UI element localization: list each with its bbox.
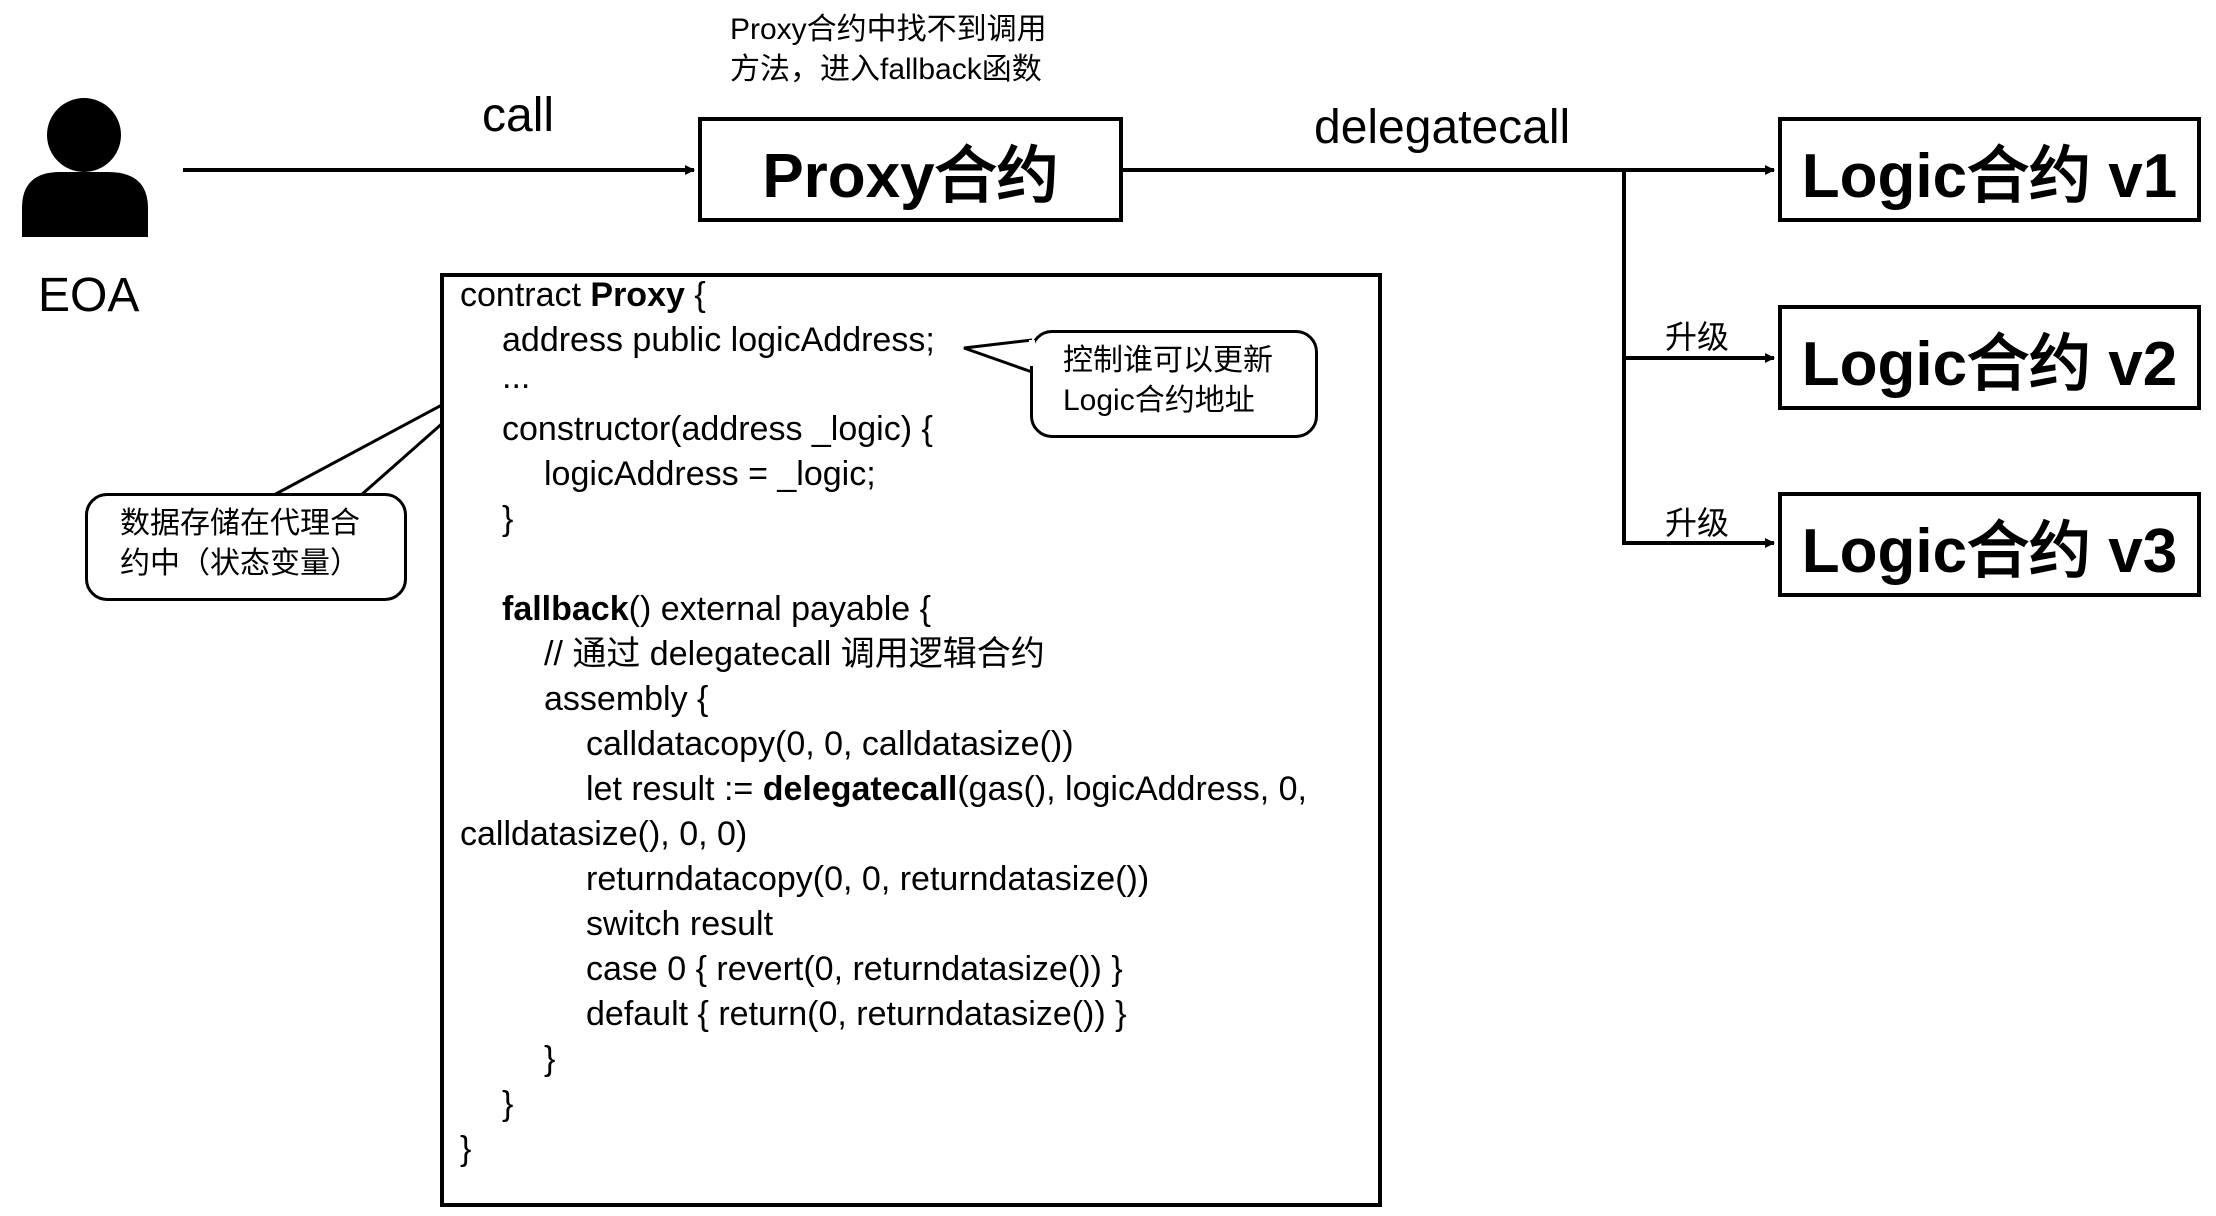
upgrade-label: 升级: [1665, 505, 1730, 541]
control-callout: 控制谁可以更新 Logic合约地址: [1030, 330, 1318, 438]
code-line: returndatacopy(0, 0, returndatasize()): [586, 860, 1150, 898]
code-line: }: [460, 1130, 472, 1168]
fallback-note-line1: Proxy合约中找不到调用: [730, 13, 1047, 46]
code-line: logicAddress = _logic;: [544, 455, 876, 493]
code-keyword: fallback: [502, 590, 629, 628]
code-text: contract: [460, 276, 591, 314]
user-icon: [22, 98, 148, 237]
code-line: calldatasize(), 0, 0): [460, 815, 748, 853]
upgrade-label: 升级: [1665, 319, 1730, 355]
delegatecall-label: delegatecall: [1314, 101, 1571, 154]
control-callout-pointer: [963, 338, 1033, 374]
code-line: assembly {: [544, 680, 709, 718]
code-text: (gas(), logicAddress, 0,: [957, 770, 1307, 808]
code-line: default { return(0, returndatasize()) }: [586, 995, 1127, 1033]
code-line: switch result: [586, 905, 774, 943]
logic-v1-label: Logic合约 v1: [1801, 141, 2178, 211]
code-line: address public logicAddress;: [502, 321, 935, 359]
code-line: calldatacopy(0, 0, calldatasize()): [586, 725, 1074, 763]
fallback-note: Proxy合约中找不到调用 方法，进入fallback函数: [730, 10, 1130, 90]
logic-v3-label: Logic合约 v3: [1801, 516, 2178, 586]
logic-v2-box: Logic合约 v2: [1778, 305, 2201, 410]
code-line: fallback() external payable {: [502, 587, 931, 632]
code-line: ...: [502, 358, 531, 396]
eoa-label: EOA: [38, 269, 140, 322]
proxy-contract-label: Proxy合约: [762, 141, 1059, 211]
code-keyword: Proxy: [590, 276, 685, 314]
code-keyword: delegatecall: [762, 770, 958, 808]
code-comment: // 通过 delegatecall 调用逻辑合约: [544, 635, 1045, 673]
code-line: }: [502, 1085, 514, 1123]
code-line: let result := delegatecall(gas(), logicA…: [586, 767, 1307, 812]
logic-v2-label: Logic合约 v2: [1801, 329, 2178, 399]
fallback-note-line2: 方法，进入fallback函数: [730, 53, 1042, 86]
callout-joint: [1029, 340, 1035, 366]
storage-callout-line2: 约中（状态变量）: [120, 547, 360, 580]
storage-callout-line1: 数据存储在代理合: [120, 507, 360, 540]
control-callout-line2: Logic合约地址: [1063, 384, 1255, 417]
code-text: () external payable {: [628, 590, 932, 628]
logic-v3-box: Logic合约 v3: [1778, 492, 2201, 597]
control-callout-line1: 控制谁可以更新: [1063, 344, 1273, 377]
call-label: call: [482, 89, 555, 142]
code-line: case 0 { revert(0, returndatasize()) }: [586, 950, 1123, 988]
storage-callout: 数据存储在代理合 约中（状态变量）: [85, 493, 407, 601]
code-text: let result :=: [586, 770, 763, 808]
proxy-contract-box: Proxy合约: [698, 117, 1123, 222]
code-line: }: [544, 1040, 556, 1078]
code-line: constructor(address _logic) {: [502, 410, 933, 448]
code-text: {: [684, 276, 706, 314]
code-line: }: [502, 500, 514, 538]
logic-v1-box: Logic合约 v1: [1778, 117, 2201, 222]
code-line: contract Proxy {: [460, 273, 706, 318]
